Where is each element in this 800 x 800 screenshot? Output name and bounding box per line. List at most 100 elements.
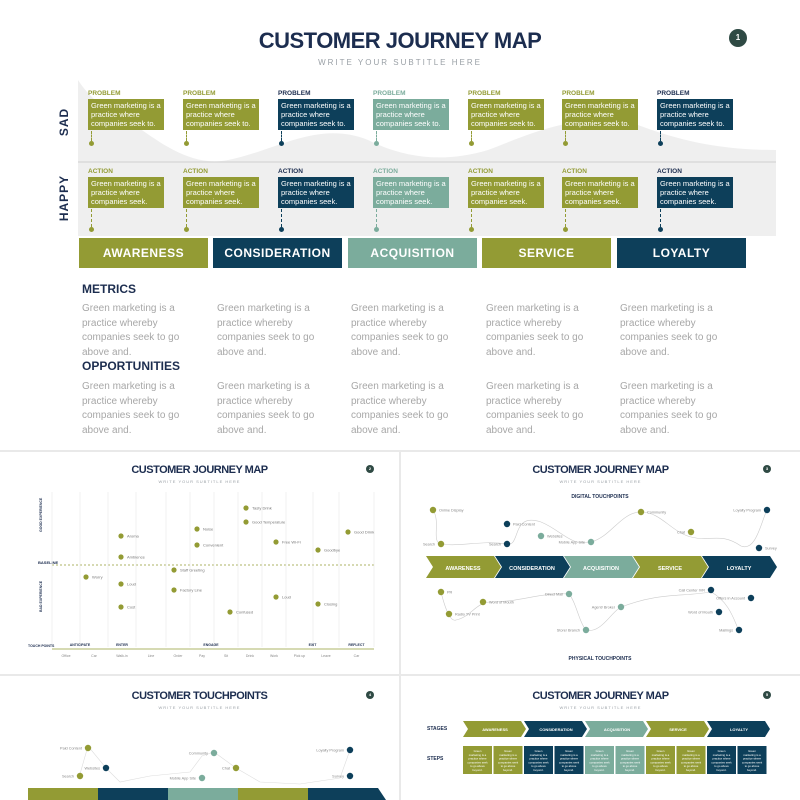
- physical-touchpoint-label: Store/ Branch: [557, 629, 580, 633]
- problem-card-dot: [184, 141, 189, 146]
- touchpoint-label: Office: [61, 654, 70, 658]
- digital-touchpoint-label: Paid Content: [513, 523, 536, 527]
- stage-service[interactable]: SERVICE: [482, 238, 611, 268]
- emotion-point: [194, 542, 200, 548]
- stage-loyalty[interactable]: LOYALTY: [617, 238, 746, 268]
- stage-chevron: [707, 721, 770, 737]
- stage-consideration[interactable]: CONSIDERATION: [213, 238, 342, 268]
- touchpoint-label: Walk-in: [116, 654, 128, 658]
- emotion-point-label: Good Temperature: [252, 520, 286, 525]
- digital-touchpoint-dot: [503, 520, 511, 528]
- physical-touchpoints-label: PHYSICAL TOUCHPOINTS: [569, 656, 633, 662]
- slide5-subtitle: WRITE YOUR SUBTITLE HERE: [559, 705, 642, 710]
- stage-chevron: [463, 721, 526, 737]
- touch-points-label: TOUCH POINTS: [28, 644, 55, 648]
- physical-touchpoint-dot: [747, 594, 755, 602]
- digital-touchpoint-dot: [755, 544, 763, 552]
- physical-touchpoint-dot: [715, 608, 723, 616]
- problem-card-label: PROBLEM: [88, 90, 121, 97]
- digital-touchpoint-label: Chat: [677, 531, 686, 535]
- problem-card-connector: [565, 131, 566, 141]
- stage-chevron: [308, 788, 386, 800]
- emotion-point: [118, 604, 124, 610]
- slide-touchpoint-map[interactable]: CUSTOMER JOURNEY MAP WRITE YOUR SUBTITLE…: [401, 452, 800, 674]
- digital-touchpoint-label: Community: [647, 511, 666, 515]
- stage-chevron-label: SERVICE: [658, 566, 682, 572]
- touchpoint-dot: [232, 764, 240, 772]
- physical-touchpoint-dot: [479, 598, 487, 606]
- slide3-subtitle: WRITE YOUR SUBTITLE HERE: [559, 479, 642, 484]
- emotion-point: [194, 526, 200, 532]
- digital-touchpoint-dot: [503, 540, 511, 548]
- digital-path: [432, 509, 768, 547]
- physical-touchpoint-label: Agent/ Broker: [592, 606, 616, 610]
- metrics-heading: METRICS: [82, 282, 136, 296]
- main-slide: CUSTOMER JOURNEY MAP WRITE YOUR SUBTITLE…: [0, 0, 800, 450]
- stage-chevron: [238, 788, 316, 800]
- slide3-title: CUSTOMER JOURNEY MAP: [532, 464, 669, 476]
- digital-touchpoint-dot: [763, 506, 771, 514]
- phase-label: REFLECT: [348, 643, 365, 647]
- action-card-label: ACTION: [183, 168, 208, 175]
- action-card-dot: [658, 227, 663, 232]
- stage-chevron-label: AWARENESS: [445, 566, 480, 572]
- touchpoint-label: Work: [270, 654, 278, 658]
- physical-touchpoint-label: Offers in Account: [716, 597, 746, 601]
- emotion-point: [171, 587, 177, 593]
- emotion-point: [227, 609, 233, 615]
- slide2-page-number: 2: [366, 465, 374, 473]
- step-box: [737, 746, 767, 774]
- stage-chevron: [28, 788, 106, 800]
- action-card-dot: [89, 227, 94, 232]
- emotion-point-label: Aroma: [127, 534, 140, 539]
- opportunity-text: Green marketing is a practice whereby co…: [486, 381, 584, 436]
- problem-card-dot: [658, 141, 663, 146]
- problem-card-connector: [281, 131, 282, 141]
- stages-label: STAGES: [427, 726, 448, 732]
- problem-card-label: PROBLEM: [562, 90, 595, 97]
- opportunity-text: Green marketing is a practice whereby co…: [620, 381, 718, 436]
- action-card-connector: [281, 209, 282, 227]
- stage-acquisition[interactable]: ACQUISITION: [348, 238, 477, 268]
- touchpoint-chart: DIGITAL TOUCHPOINTS PHYSICAL TOUCHPOINTS A…: [423, 494, 777, 662]
- digital-touchpoints-label: DIGITAL TOUCHPOINTS: [571, 494, 629, 500]
- emotion-point: [243, 505, 249, 511]
- problem-card-text: Green marketing is a practice where comp…: [278, 99, 354, 130]
- page-subtitle: WRITE YOUR SUBTITLE HERE: [318, 58, 482, 67]
- slide-stages-steps[interactable]: CUSTOMER JOURNEY MAP WRITE YOUR SUBTITLE…: [401, 676, 800, 800]
- problem-card-label: PROBLEM: [468, 90, 501, 97]
- action-card-connector: [186, 209, 187, 227]
- emotion-point: [273, 539, 279, 545]
- step-box: [646, 746, 675, 774]
- touchpoint-label: Paid Content: [60, 747, 83, 751]
- problem-card-dot: [279, 141, 284, 146]
- action-card-dot: [184, 227, 189, 232]
- stage-awareness[interactable]: AWARENESS: [79, 238, 208, 268]
- step-box: [524, 746, 553, 774]
- slide-customer-touchpoints[interactable]: CUSTOMER TOUCHPOINTS WRITE YOUR SUBTITLE…: [0, 676, 399, 800]
- digital-touchpoint-label: Loyalty Program: [733, 509, 761, 513]
- slide4-page-number: 4: [366, 691, 374, 699]
- phase-label: ENGAGE: [203, 643, 219, 647]
- emotion-point-label: Loud: [127, 582, 136, 587]
- touchpoint-label: Line: [148, 654, 155, 658]
- phase-label: ANTICIPATE: [70, 643, 91, 647]
- action-card-text: Green marketing is a practice where comp…: [183, 177, 259, 208]
- touchpoints-chart: Paid ContentSearchWebsitesCommunityMobil…: [28, 744, 386, 800]
- emotion-point-label: Noise: [203, 527, 214, 532]
- touchpoint-label: Loyalty Program: [316, 749, 344, 753]
- slide-emotion-map[interactable]: CUSTOMER JOURNEY MAP WRITE YOUR SUBTITLE…: [0, 452, 399, 674]
- opportunity-text: Green marketing is a practice whereby co…: [217, 381, 315, 436]
- metric-text: Green marketing is a practice whereby co…: [486, 303, 584, 358]
- problem-card-connector: [660, 131, 661, 141]
